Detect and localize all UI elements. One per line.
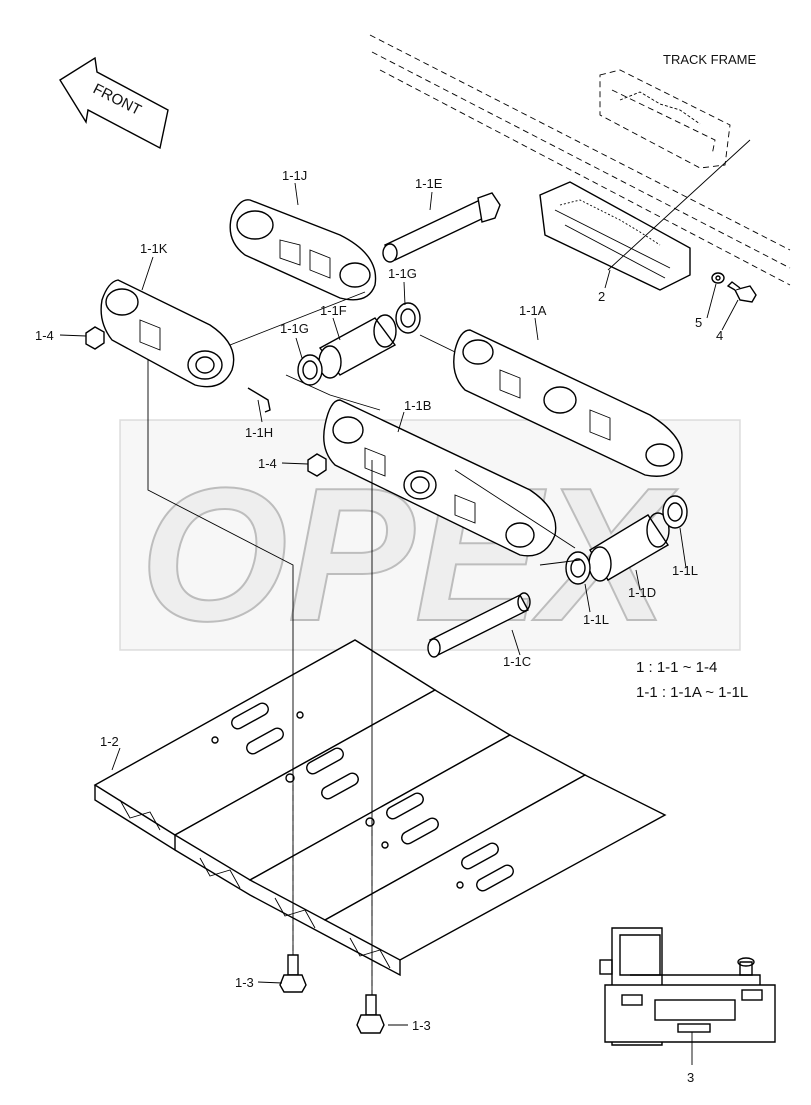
seal-1-1G-top xyxy=(395,302,421,334)
seal-1-1L-left xyxy=(565,551,591,585)
bolt-4 xyxy=(726,281,757,303)
bolt-1-3-left xyxy=(279,954,307,993)
track-frame xyxy=(369,34,791,286)
label-1-1A: 1-1A xyxy=(519,303,547,318)
label-1-1L-left: 1-1L xyxy=(583,612,609,627)
center-lines xyxy=(147,360,373,995)
seal-1-1G xyxy=(297,354,323,386)
bushing-1-1F xyxy=(318,314,397,379)
label-4: 4 xyxy=(716,328,723,343)
legend-line-1: 1 : 1-1 ~ 1-4 xyxy=(636,659,717,676)
label-1-1G: 1-1G xyxy=(280,321,309,336)
seal-1-1L-right xyxy=(662,495,688,529)
pin-1-1E xyxy=(382,192,501,263)
label-1-3-bottom: 1-3 xyxy=(412,1018,431,1033)
opex-watermark: OPEX xyxy=(119,419,741,662)
label-1-1J: 1-1J xyxy=(282,168,307,183)
cotter-1-1H xyxy=(247,387,271,413)
label-5: 5 xyxy=(695,315,702,330)
label-1-4-left: 1-4 xyxy=(35,328,54,343)
label-1-1K: 1-1K xyxy=(140,241,168,256)
label-1-4-mid: 1-4 xyxy=(258,456,277,471)
label-1-1C: 1-1C xyxy=(503,654,531,669)
nut-1-4-left xyxy=(85,326,105,350)
machine-inset-3 xyxy=(599,927,776,1065)
track-frame-label: TRACK FRAME xyxy=(663,52,757,67)
link-1-1K xyxy=(100,279,235,388)
legend: 1 : 1-1 ~ 1-4 1-1 : 1-1A ~ 1-1L xyxy=(636,659,748,701)
front-arrow: FRONT xyxy=(59,56,169,150)
label-1-1E: 1-1E xyxy=(415,176,443,191)
label-1-1F: 1-1F xyxy=(320,303,347,318)
label-1-1B: 1-1B xyxy=(404,398,431,413)
label-1-1G-top: 1-1G xyxy=(388,266,417,281)
legend-line-2: 1-1 : 1-1A ~ 1-1L xyxy=(636,684,748,701)
link-1-1B xyxy=(323,399,557,557)
label-1-1H: 1-1H xyxy=(245,425,273,440)
track-shoes-1-2 xyxy=(93,639,667,977)
pin-1-1C xyxy=(427,592,531,658)
leader-lines xyxy=(59,139,751,1026)
bolt-1-3-bottom xyxy=(356,994,385,1034)
guard-bracket-2 xyxy=(539,181,691,291)
label-1-3-left: 1-3 xyxy=(235,975,254,990)
washer-5 xyxy=(711,272,725,284)
label-2: 2 xyxy=(598,289,605,304)
part-labels: TRACK FRAME 1-1J 1-1E 1-1K 1-1G 1-1F 1-1… xyxy=(35,52,757,1085)
label-1-1D: 1-1D xyxy=(628,585,656,600)
label-1-2: 1-2 xyxy=(100,734,119,749)
label-1-1L-right: 1-1L xyxy=(672,563,698,578)
nut-1-4-mid xyxy=(307,453,327,477)
label-3: 3 xyxy=(687,1070,694,1085)
link-1-1J xyxy=(229,199,377,301)
link-1-1A xyxy=(453,329,683,477)
